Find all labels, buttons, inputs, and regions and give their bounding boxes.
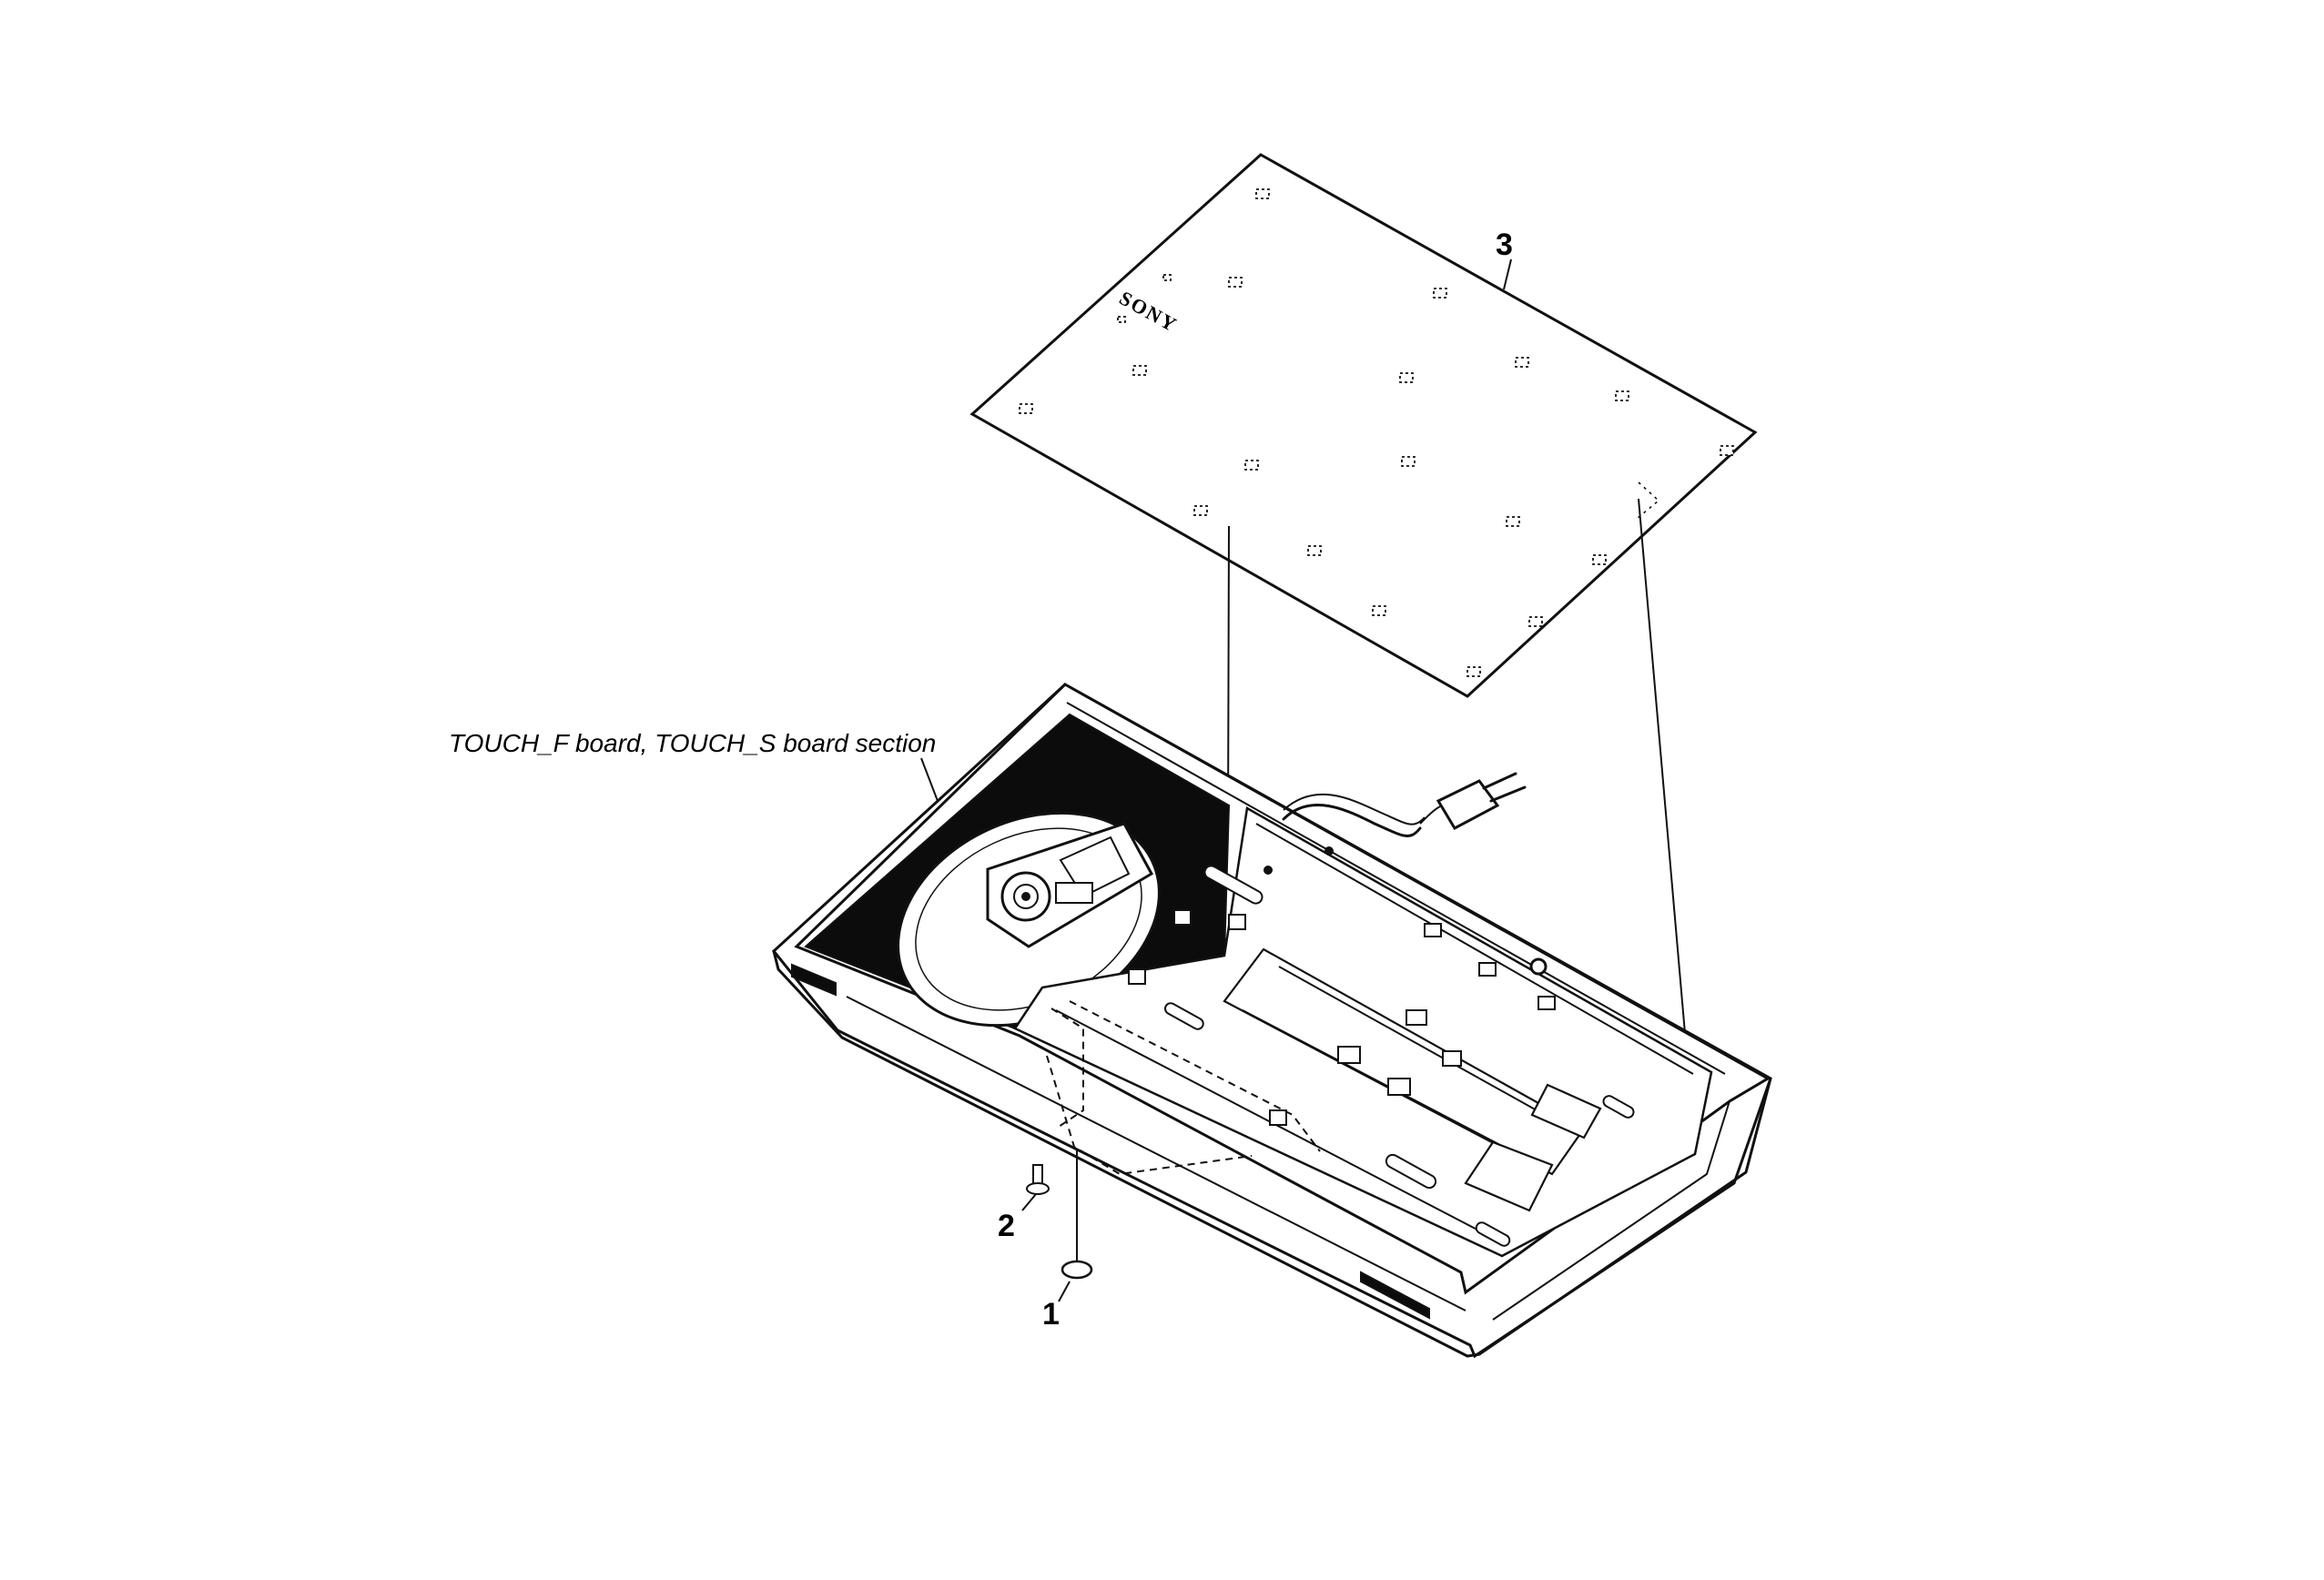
part-number-3: 3 xyxy=(1496,228,1513,262)
hidden-lines xyxy=(1046,1000,1321,1176)
part-number-1: 1 xyxy=(1042,1297,1060,1332)
section-callout-label: TOUCH_F board, TOUCH_S board section xyxy=(449,729,936,757)
foot-part-1 xyxy=(1061,1260,1093,1280)
part-1-leader xyxy=(1058,1281,1071,1302)
top-cover-panel: SONY xyxy=(969,153,1758,698)
part-number-2: 2 xyxy=(998,1209,1015,1243)
board-slots xyxy=(1128,846,1635,1247)
internal-board-area xyxy=(1013,772,1713,1258)
disc-compartment xyxy=(804,713,1231,1032)
section-callout-leader xyxy=(920,757,939,802)
screw-part-2 xyxy=(1026,1164,1050,1195)
cover-hole-marks xyxy=(1019,188,1734,677)
power-plug xyxy=(1419,772,1527,830)
part-2-leader xyxy=(1021,1193,1037,1211)
part-3-leader xyxy=(1503,258,1512,290)
